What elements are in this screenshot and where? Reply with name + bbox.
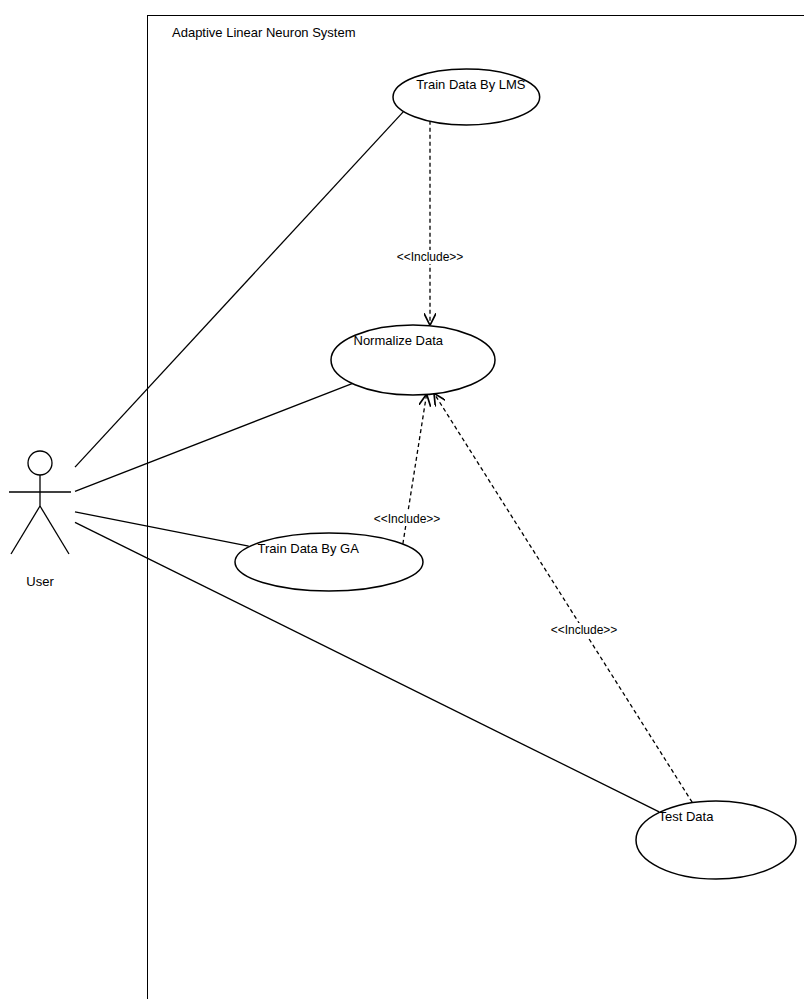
- actor-leg: [11, 506, 40, 554]
- use-case-name: Train Data By LMS: [416, 77, 525, 92]
- association-line: [75, 111, 404, 467]
- association-line: [75, 512, 249, 546]
- ellipse-outline: [331, 325, 495, 395]
- use-case-ellipse: Train Data By GA: [234, 532, 424, 592]
- stereotype-label: <<Include>>: [372, 512, 443, 526]
- stick-figure: [9, 451, 71, 554]
- actor-leg: [40, 506, 69, 554]
- actor-head: [28, 451, 52, 475]
- use-case-name: Test Data: [659, 809, 714, 824]
- actor-figure: User: [5, 448, 75, 598]
- use-case-name: Normalize Data: [354, 333, 444, 348]
- use-case-ellipse: Test Data: [635, 800, 797, 880]
- association-line: [75, 383, 353, 491]
- system-name: Adaptive Linear Neuron System: [172, 25, 356, 40]
- include-dependency: [429, 121, 430, 326]
- ellipse-outline: [393, 69, 540, 125]
- use-case-ellipse: Train Data By LMS: [392, 68, 541, 126]
- ellipse-outline: [235, 533, 423, 591]
- stereotype-label: <<Include>>: [549, 623, 620, 637]
- use-case-ellipse: Normalize Data: [330, 324, 496, 396]
- use-case-name: Train Data By GA: [258, 541, 359, 556]
- stereotype-label: <<Include>>: [395, 250, 466, 264]
- actor-arms: [9, 491, 71, 492]
- actor-name: User: [5, 574, 75, 589]
- actor-body: [39, 475, 40, 506]
- ellipse-outline: [636, 801, 796, 879]
- ellipse-outline: [392, 68, 541, 126]
- system-boundary: Adaptive Linear Neuron SystemTrain Data …: [147, 15, 804, 999]
- include-dependency: [434, 393, 692, 802]
- association-line: [75, 522, 659, 811]
